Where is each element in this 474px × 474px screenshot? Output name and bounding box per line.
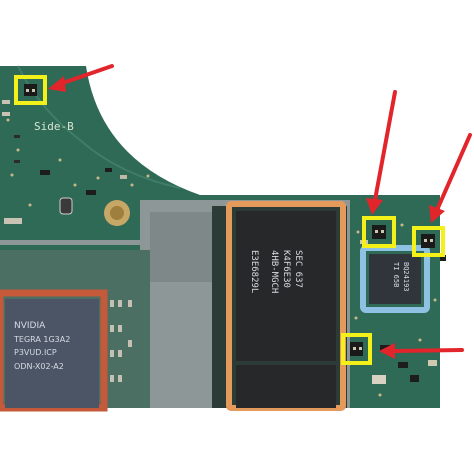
svg-text:ODN-X02-A2: ODN-X02-A2 xyxy=(14,362,64,371)
shield-inner-plate xyxy=(150,212,212,282)
svg-text:E3E6829L: E3E6829L xyxy=(249,250,259,293)
marker-box xyxy=(412,226,445,257)
gpu-capacitor-grid xyxy=(110,300,132,382)
yellow-markers xyxy=(14,75,445,365)
svg-text:TI 65B: TI 65B xyxy=(392,262,400,287)
arrow-icon xyxy=(366,90,397,215)
svg-text:TEGRA 1G3A2: TEGRA 1G3A2 xyxy=(13,335,70,344)
marker-box xyxy=(14,75,47,105)
memory-chip-lower xyxy=(236,365,336,408)
marker-box xyxy=(362,216,396,248)
red-arrows xyxy=(48,64,472,359)
gpu-chip-marking: NVIDIA TEGRA 1G3A2 P3VUD.ICP ODN-X02-A2 xyxy=(13,321,70,371)
svg-text:P3VUD.ICP: P3VUD.ICP xyxy=(14,348,57,357)
controller-chip xyxy=(369,254,421,304)
marker-box xyxy=(341,333,372,365)
mounting-pad-center xyxy=(110,206,124,220)
svg-text:BQ24193: BQ24193 xyxy=(402,262,410,292)
marked-component-pads xyxy=(26,89,433,350)
svg-text:NVIDIA: NVIDIA xyxy=(14,321,46,331)
memory-chip-upper xyxy=(236,211,336,361)
arrow-icon xyxy=(429,133,472,223)
gpu-die xyxy=(5,299,99,408)
svg-text:K4F6E30: K4F6E30 xyxy=(281,250,291,288)
memory-chip-marking: SEC 637 K4F6E30 4HB-MGCH E3E6829L xyxy=(249,250,303,293)
arrow-icon xyxy=(48,64,114,92)
via-holes xyxy=(6,118,437,397)
svg-text:4HB-MGCH: 4HB-MGCH xyxy=(269,250,279,293)
arrow-icon xyxy=(379,343,464,359)
svg-text:SEC 637: SEC 637 xyxy=(293,250,303,288)
controller-chip-marking: BQ24193 TI 65B xyxy=(392,262,410,292)
side-label: Side-B xyxy=(34,120,74,133)
marked-components xyxy=(24,84,435,356)
